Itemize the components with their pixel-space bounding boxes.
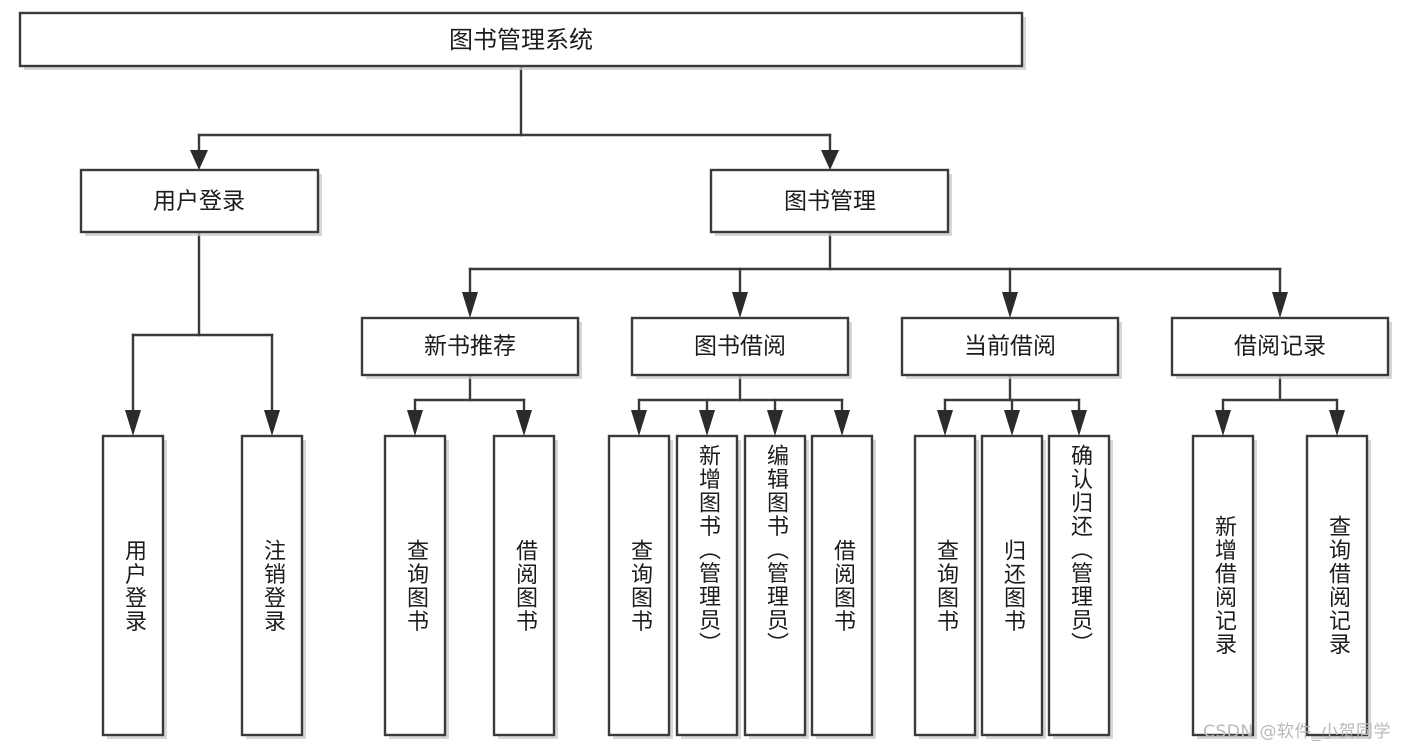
connector-group bbox=[125, 64, 1345, 436]
leaf-box-current-query[interactable] bbox=[913, 434, 977, 737]
arrow-user-login bbox=[190, 150, 208, 170]
arrow-borrow-record bbox=[1272, 292, 1288, 318]
node-book-borrow-label: 图书借阅 bbox=[694, 334, 786, 360]
arrow-leaf-record-query bbox=[1329, 410, 1345, 436]
node-current-borrow[interactable]: 当前借阅 bbox=[900, 316, 1122, 379]
node-new-book-rec-label: 新书推荐 bbox=[424, 334, 516, 360]
node-book-manage[interactable]: 图书管理 bbox=[709, 168, 952, 236]
leaf-box-borrow-add[interactable] bbox=[675, 434, 739, 737]
node-new-book-rec[interactable]: 新书推荐 bbox=[360, 316, 582, 379]
leaf-box-rec-borrow[interactable] bbox=[492, 434, 556, 737]
arrow-leaf-record-add bbox=[1215, 410, 1231, 436]
leaf-box-user-login[interactable] bbox=[101, 434, 165, 737]
arrow-leaf-user-login bbox=[125, 410, 141, 436]
node-user-login[interactable]: 用户登录 bbox=[79, 168, 322, 236]
arrow-leaf-user-logout bbox=[264, 410, 280, 436]
node-user-login-label: 用户登录 bbox=[153, 189, 245, 215]
arrow-current-borrow bbox=[1002, 292, 1018, 318]
arrow-leaf-borrow-add bbox=[699, 410, 715, 436]
node-current-borrow-label: 当前借阅 bbox=[964, 334, 1056, 360]
node-book-borrow[interactable]: 图书借阅 bbox=[630, 316, 852, 379]
arrow-leaf-borrow-query bbox=[631, 410, 647, 436]
arrow-leaf-current-return bbox=[1004, 410, 1020, 436]
arrow-leaf-rec-query bbox=[407, 410, 423, 436]
node-borrow-record[interactable]: 借阅记录 bbox=[1170, 316, 1392, 379]
node-root-label: 图书管理系统 bbox=[449, 26, 593, 54]
arrow-new-book-rec bbox=[462, 292, 478, 318]
leaf-box-record-query[interactable] bbox=[1305, 434, 1369, 737]
leaf-box-user-logout[interactable] bbox=[240, 434, 304, 737]
arrow-book-borrow bbox=[732, 292, 748, 318]
arrow-leaf-borrow-lend bbox=[834, 410, 850, 436]
watermark-text: CSDN @软件_小贺同学 bbox=[1203, 722, 1391, 742]
arrow-leaf-current-confirm bbox=[1071, 410, 1087, 436]
arrow-book-manage bbox=[821, 150, 839, 170]
leaf-box-current-return[interactable] bbox=[980, 434, 1044, 737]
leaf-box-borrow-lend[interactable] bbox=[810, 434, 874, 737]
leaf-box-rec-query[interactable] bbox=[383, 434, 447, 737]
node-root[interactable]: 图书管理系统 bbox=[18, 11, 1026, 70]
node-book-manage-label: 图书管理 bbox=[784, 189, 876, 215]
leaf-box-borrow-edit[interactable] bbox=[743, 434, 807, 737]
arrow-leaf-current-query bbox=[937, 410, 953, 436]
leaf-box-record-add[interactable] bbox=[1191, 434, 1255, 737]
arrow-leaf-borrow-edit bbox=[767, 410, 783, 436]
leaf-boxes bbox=[101, 434, 1371, 739]
leaf-box-borrow-query[interactable] bbox=[607, 434, 671, 737]
node-borrow-record-label: 借阅记录 bbox=[1234, 334, 1326, 360]
arrow-leaf-rec-borrow bbox=[516, 410, 532, 436]
leaf-box-current-confirm[interactable] bbox=[1047, 434, 1111, 737]
